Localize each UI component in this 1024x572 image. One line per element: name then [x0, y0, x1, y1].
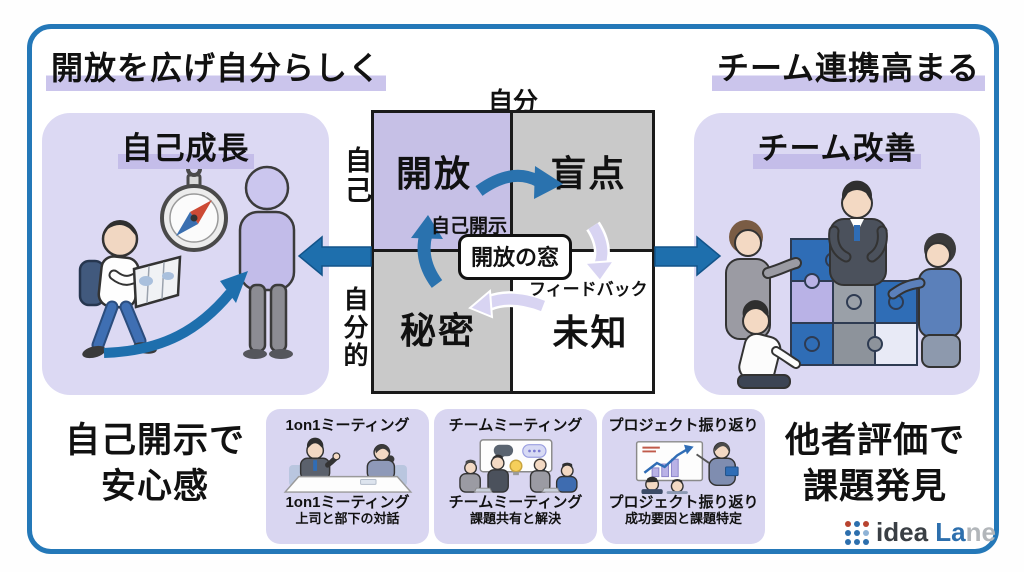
team-improvement-illustration [725, 180, 962, 389]
quadrant-blind: 盲点 [513, 113, 652, 252]
project-retrospective-illustration [635, 441, 739, 494]
audience-person [640, 476, 688, 494]
growth-arrow-icon [103, 271, 248, 358]
one-on-one-meeting-illustration [283, 437, 412, 493]
card-project-retrospective: プロジェクト振り返り [602, 409, 765, 544]
panel-title-team-improvement: チーム改善 [694, 123, 980, 169]
note-self-disclosure-security: 自己開示で 安心感 [64, 421, 245, 506]
team-member-kneeling [737, 300, 801, 389]
lightbulb-icon [508, 459, 523, 473]
presenter-person [695, 442, 739, 487]
panel-team-improvement: チーム改善 [694, 113, 980, 395]
team-meeting-illustration [458, 439, 578, 493]
label-feedback: フィードバック [529, 280, 648, 299]
logo-wordmark: idea Lane [876, 517, 996, 547]
card-team-meeting: チームミーティング チームミーティング 課題共有と解決 [434, 409, 597, 544]
panel-title-self-growth: 自己成長 [42, 123, 329, 169]
self-growth-illustration [78, 161, 296, 359]
heading-team-collaboration: チーム連携高まる [712, 50, 986, 91]
panel-self-growth: 自己成長 [42, 113, 329, 395]
idea-lane-logo: idea Lane [845, 517, 996, 548]
open-window-badge: 開放の窓 [458, 234, 573, 280]
axis-label-self-unknown: 自分的 [340, 286, 368, 370]
speech-bubble-icon [493, 444, 513, 457]
team-member-right [887, 233, 962, 368]
heading-expand-openness: 開放を広げ自分らしく [46, 50, 387, 91]
standing-person [238, 165, 296, 359]
compass-icon [160, 161, 228, 252]
label-self-disclosure: 自己開示 [431, 216, 508, 237]
axis-label-self-known: 自己 [341, 146, 371, 206]
team-member-top [828, 180, 888, 286]
note-others-evaluation: 他者評価で 課題発見 [784, 421, 965, 506]
card-1on1-meeting: 1on1ミーティング 1on1ミーティング 上司と部下の対話 [266, 409, 429, 544]
rising-line-icon [643, 444, 694, 474]
dot-grid-logo-icon [845, 520, 869, 545]
bar-chart-icon [651, 458, 679, 478]
